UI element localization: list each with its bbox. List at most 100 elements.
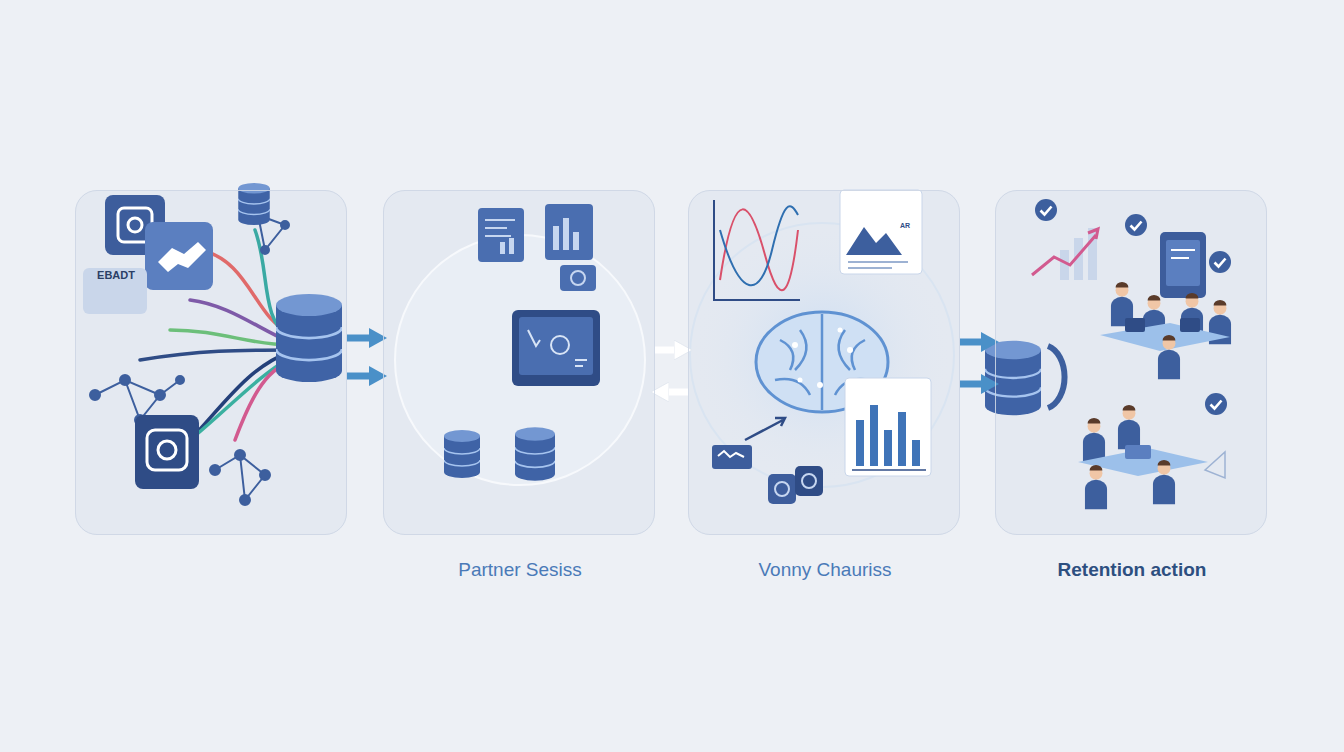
illustration-part [158,441,176,459]
illustration-part [560,265,596,291]
illustration-part [140,350,290,360]
illustration-part [1171,250,1195,258]
illustration-part [145,222,213,290]
illustration-part [190,300,290,342]
illustration-part [912,440,920,466]
illustration-part [792,342,798,348]
illustration-part [856,420,864,466]
illustration-part [884,430,892,466]
illustration-part [515,427,555,480]
source-cards [83,183,342,489]
illustration-part [260,470,270,480]
stage-heading: Vonny Chauriss [689,559,961,582]
illustration-part [1125,318,1145,332]
illustration-part [75,190,347,535]
illustration-part [840,190,922,274]
illustration-part [870,405,878,466]
illustration-part [1085,465,1107,509]
illustration-part [176,376,184,384]
illustration-part [898,412,906,466]
illustration-part [1209,251,1231,273]
illustration-part [1158,335,1180,379]
illustration-part [1205,452,1225,478]
illustration-part [792,328,853,389]
illustration-part [1032,235,1096,275]
illustration-part [1180,318,1200,332]
illustration-part [563,218,569,250]
illustration-part [718,451,744,457]
flow-arrow [669,389,688,396]
flow-arrow [655,347,674,354]
illustration-part [1083,418,1105,462]
illustration-part [276,294,342,382]
dashboard-cards [444,204,600,481]
illustration-part [714,200,800,300]
illustration-part [1160,232,1206,298]
illustration-part [848,262,908,268]
flow-arrow [960,381,981,388]
retention-scene [985,199,1231,509]
illustration-part [444,430,480,478]
illustration-part [155,390,165,400]
illustration-part [551,336,569,354]
stage-panel: Partner Sesiss [383,190,655,535]
analysis-figures [712,190,931,504]
illustration-part [985,341,1041,416]
illustration-part [856,405,920,466]
stage-panel: Vonny Chauriss [688,190,960,535]
illustration-part [553,226,559,250]
illustration-part [720,206,798,285]
illustration-part [512,310,600,386]
panel-grounds [75,190,1267,535]
illustration-part [712,445,752,469]
illustration-part [485,220,515,236]
illustration-part [478,208,524,262]
stage-heading: Partner Sesiss [384,559,656,582]
illustration-part [545,204,593,260]
illustration-part [395,235,645,485]
illustration-part [775,482,789,496]
illustration-part [1048,346,1065,408]
illustration-part [90,390,100,400]
illustration-part [235,450,245,460]
stage-heading: Retention action [996,559,1268,582]
illustration-part [1035,199,1057,221]
illustration-part [83,268,147,314]
illustration-part [847,347,853,353]
illustration-part [720,209,798,290]
illustration-part [571,271,585,285]
illustration-part [798,378,803,383]
illustration-part [768,474,796,504]
illustration-part [745,418,785,440]
illustration-part [1118,405,1140,449]
illustration-part [575,360,587,366]
flow-arrow [347,335,369,342]
stage-panel: Retention action [995,190,1267,535]
illustration-part [519,317,593,375]
illustration-part [147,430,187,470]
illustration-part [1088,228,1097,280]
illustration-part [802,474,816,488]
illustration-part [120,375,130,385]
illustration-part [95,380,180,420]
illustration-part [1088,229,1098,239]
illustration-part [210,465,220,475]
illustration-part [281,221,289,229]
stage-panel: EBADT [75,190,347,535]
illustration-part [1205,393,1227,415]
illustration-part [1153,460,1175,504]
chart-tag: AR [900,222,910,230]
illustration-part [215,455,265,500]
illustration-part [1125,445,1151,459]
illustration-part [240,495,250,505]
illustration-part [500,242,505,254]
illustration-part [573,232,579,250]
illustration-part [383,190,655,535]
illustration-part [135,415,199,489]
flow-arrow [347,373,369,380]
illustration-part [528,330,540,346]
